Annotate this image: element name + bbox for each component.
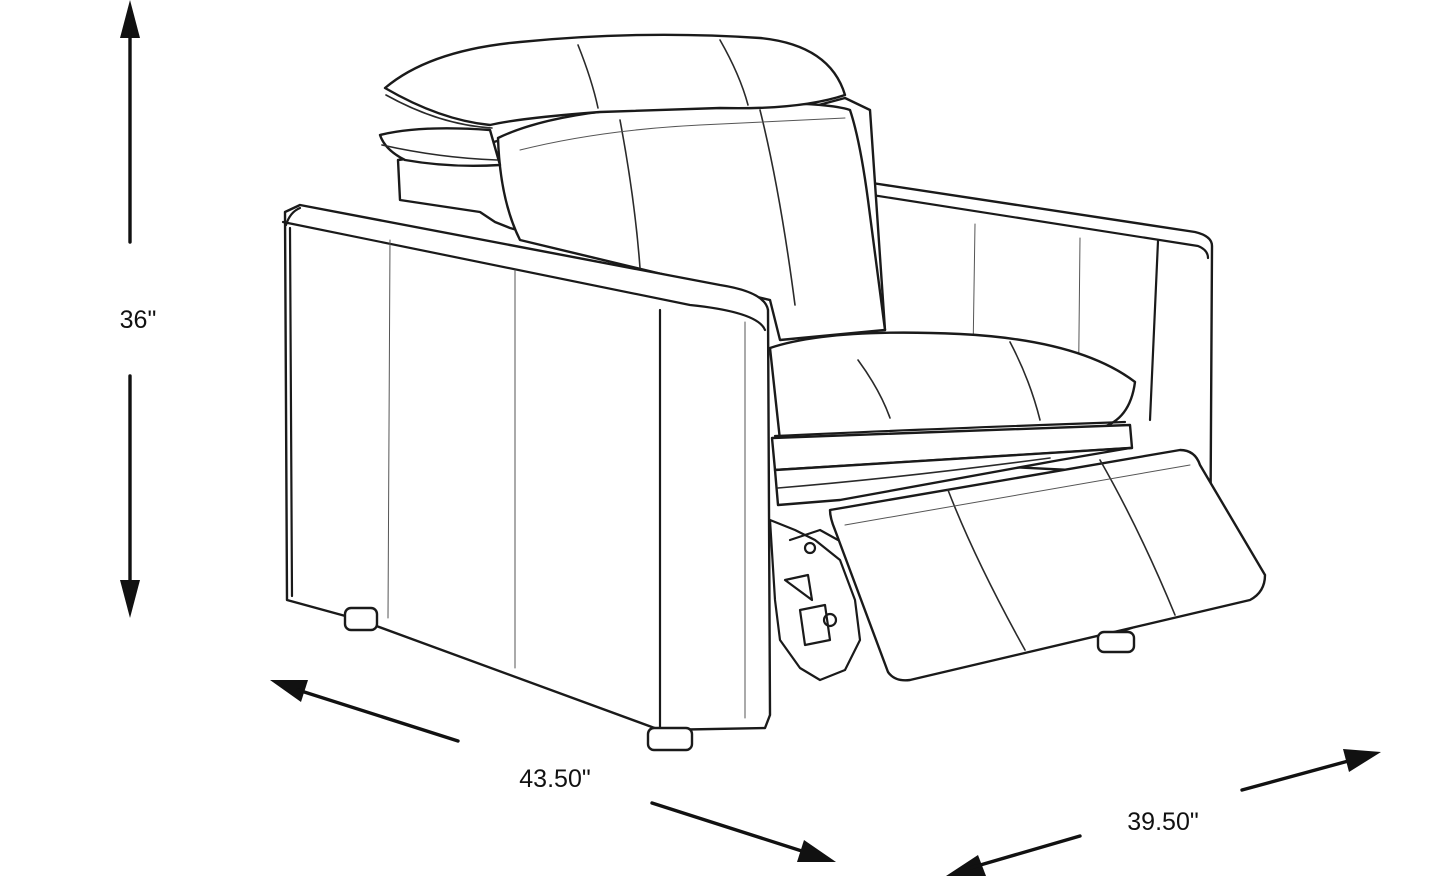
width-arrow-right-head bbox=[797, 840, 836, 862]
depth-arrow-right-shaft bbox=[1240, 758, 1354, 792]
width-arrow-right-shaft bbox=[650, 801, 810, 855]
width-label: 43.50" bbox=[519, 765, 590, 793]
headrest bbox=[378, 33, 847, 168]
backrest bbox=[396, 96, 887, 342]
depth-arrow-left-head bbox=[946, 855, 986, 876]
depth-arrow-right-head bbox=[1343, 749, 1381, 772]
width-arrow-left-head bbox=[270, 680, 308, 702]
depth-arrow-left-shaft bbox=[968, 834, 1082, 870]
width-arrow-left-shaft bbox=[296, 688, 460, 743]
recliner-mechanism bbox=[768, 518, 862, 682]
height-arrow-top-head bbox=[120, 0, 140, 38]
recliner-chair-drawing bbox=[281, 33, 1267, 752]
height-arrow-bottom-head bbox=[120, 580, 140, 618]
depth-label: 39.50" bbox=[1127, 808, 1198, 836]
left-arm bbox=[281, 203, 772, 752]
height-dimension: 36" bbox=[120, 0, 157, 618]
seat-cushion bbox=[768, 331, 1137, 507]
height-label: 36" bbox=[120, 306, 157, 334]
footrest bbox=[828, 448, 1267, 682]
width-dimension: 43.50" bbox=[270, 680, 836, 862]
depth-dimension: 39.50" bbox=[946, 749, 1381, 876]
